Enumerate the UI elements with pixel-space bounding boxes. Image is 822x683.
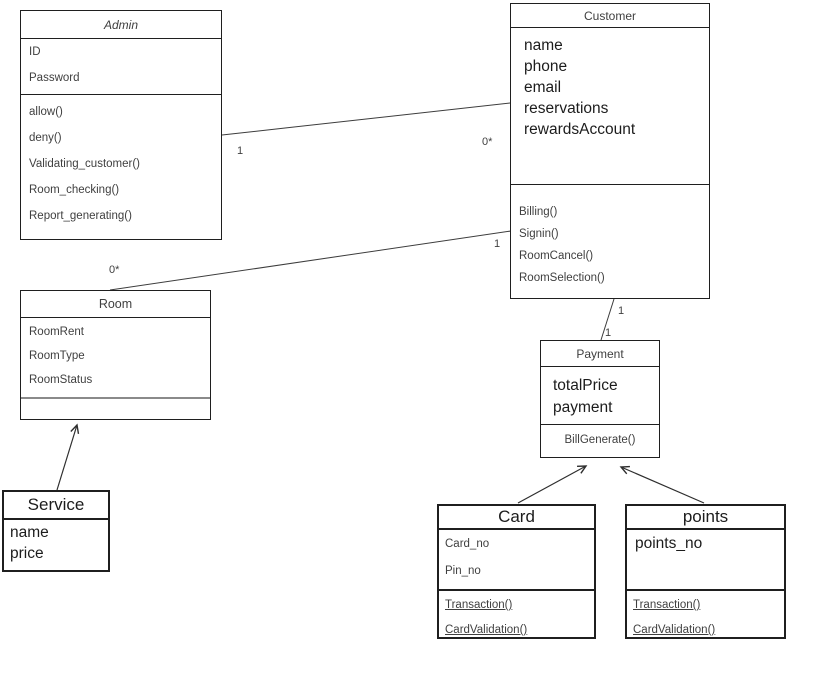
attribute-item: points_no: [635, 535, 703, 552]
class-payment: Payment totalPrice payment BillGenerate(…: [540, 340, 660, 458]
attribute-item: name: [524, 37, 563, 54]
attribute-item: RoomStatus: [29, 374, 93, 386]
class-title: Service: [27, 495, 85, 514]
attribute-item: rewardsAccount: [524, 121, 636, 138]
method-item: allow(): [29, 106, 63, 118]
multiplicity-label: 1: [494, 238, 500, 250]
class-card: Card Card_no Pin_no Transaction() CardVa…: [437, 504, 596, 639]
attribute-item: phone: [524, 58, 568, 75]
method-item: Validating_customer(): [29, 158, 141, 170]
attribute-item: totalPrice: [553, 377, 618, 394]
multiplicity-label: 1: [605, 327, 611, 339]
association-room-customer: [109, 230, 512, 291]
method-item: CardValidation(): [445, 624, 528, 636]
arrow-card-payment: [517, 465, 588, 504]
attribute-item: RoomType: [29, 350, 85, 362]
class-title: Customer: [583, 8, 636, 23]
class-room: Room RoomRent RoomType RoomStatus: [20, 290, 211, 420]
class-admin: Admin ID Password allow() deny() Validat…: [20, 10, 222, 240]
class-title: points: [682, 507, 729, 526]
class-title: Payment: [576, 346, 624, 361]
empty-methods-section: [21, 397, 210, 421]
attribute-item: reservations: [524, 100, 609, 117]
method-item: BillGenerate(): [564, 434, 636, 446]
multiplicity-label: 1: [618, 305, 624, 317]
arrow-points-payment: [619, 465, 705, 504]
method-item: Billing(): [519, 206, 558, 218]
method-item: deny(): [29, 132, 62, 144]
class-title: Room: [98, 297, 133, 311]
attribute-item: email: [524, 79, 562, 96]
association-customer-payment: [600, 298, 615, 341]
attribute-item: Card_no: [445, 538, 490, 550]
method-item: RoomCancel(): [519, 250, 594, 262]
attribute-item: price: [10, 545, 44, 562]
method-item: Transaction(): [445, 599, 513, 611]
attribute-item: Pin_no: [445, 565, 481, 577]
method-item: Signin(): [519, 228, 559, 240]
attribute-item: RoomRent: [29, 326, 84, 338]
multiplicity-label: 1: [237, 145, 243, 157]
arrow-service-room: [56, 423, 80, 491]
class-points: points points_no Transaction() CardValid…: [625, 504, 786, 639]
method-item: Report_generating(): [29, 210, 132, 222]
multiplicity-label: 0*: [109, 264, 120, 276]
association-admin-customer: [221, 102, 511, 136]
class-customer: Customer name phone email reservations r…: [510, 3, 710, 299]
method-item: Transaction(): [633, 599, 701, 611]
multiplicity-label: 0*: [482, 136, 493, 148]
class-service: Service name price: [2, 490, 110, 572]
attribute-item: ID: [29, 46, 41, 58]
class-title: Admin: [103, 17, 138, 32]
class-title: Card: [498, 507, 535, 526]
method-item: Room_checking(): [29, 184, 120, 196]
attribute-item: name: [10, 524, 49, 541]
attribute-item: payment: [553, 399, 613, 416]
method-item: RoomSelection(): [519, 272, 605, 284]
attribute-item: Password: [29, 72, 80, 84]
method-item: CardValidation(): [633, 624, 716, 636]
